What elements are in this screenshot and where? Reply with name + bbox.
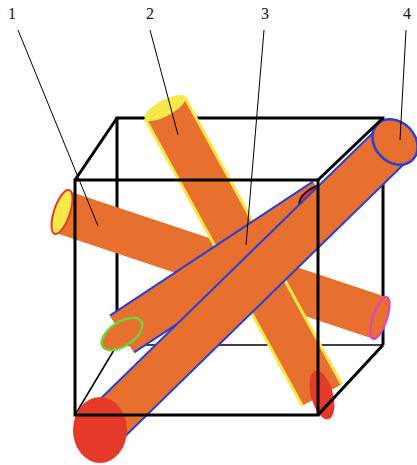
callout-number: 2 xyxy=(146,6,154,22)
callout-number: 4 xyxy=(403,6,411,22)
callout-number: 3 xyxy=(261,6,269,22)
callout-number: 1 xyxy=(8,6,16,22)
